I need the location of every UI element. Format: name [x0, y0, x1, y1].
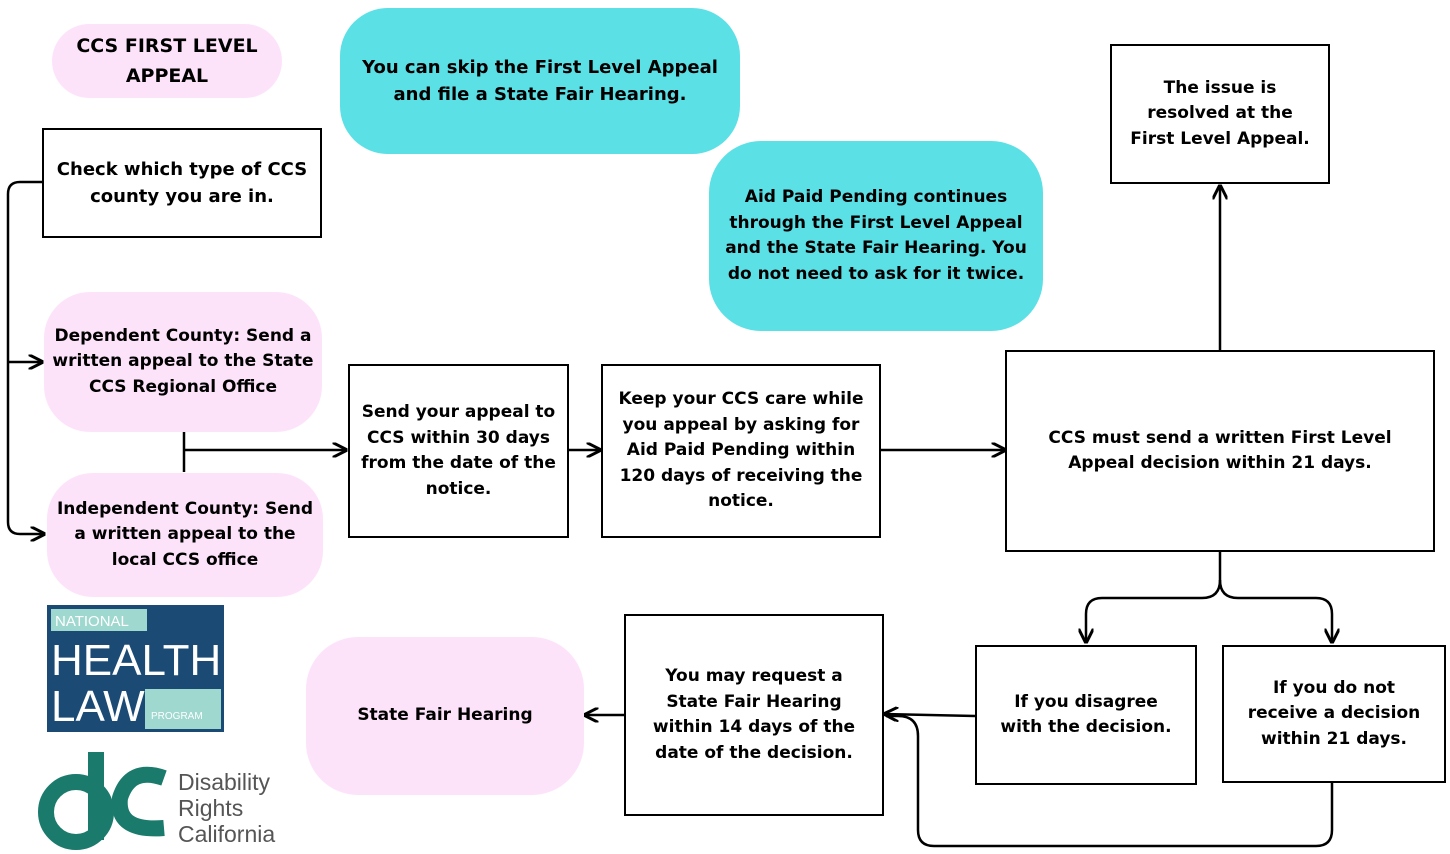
connector-no-decision-loop	[886, 714, 1334, 848]
nhl-logo-tag: PROGRAM	[151, 711, 203, 722]
skip-note: You can skip the First Level Appeal and …	[340, 8, 740, 154]
disability-rights-california-logo: Disability Rights California	[36, 744, 286, 850]
nhl-logo-top: NATIONAL	[55, 613, 129, 630]
decision-21-text: CCS must send a written First Level Appe…	[1048, 427, 1392, 474]
drc-logo-line2: Rights	[178, 795, 243, 821]
send-appeal-box: Send your appeal to CCS within 30 days f…	[348, 364, 569, 538]
no-decision-text: If you do not receive a decision within …	[1247, 677, 1421, 749]
page-title: CCS FIRST LEVEL APPEAL	[76, 34, 258, 87]
drc-logo-line1: Disability	[178, 769, 271, 795]
request-hearing-text: You may request a State Fair Hearing wit…	[652, 666, 856, 763]
disagree-box: If you disagree with the decision.	[975, 645, 1197, 785]
state-fair-hearing-text: State Fair Hearing	[357, 705, 533, 726]
aid-paid-note: Aid Paid Pending continues through the F…	[709, 141, 1043, 331]
connector-split	[1086, 552, 1222, 642]
drc-logo-line3: California	[178, 821, 275, 847]
issue-resolved-box: The issue is resolved at the First Level…	[1110, 44, 1330, 184]
nhl-logo-main1: HEALTH	[51, 636, 221, 685]
connector-split-right	[1218, 579, 1332, 642]
decision-21-box: CCS must send a written First Level Appe…	[1005, 350, 1435, 552]
aid-paid-note-text: Aid Paid Pending continues through the F…	[725, 187, 1027, 284]
connector-county-bracket	[6, 180, 44, 534]
nhl-logo-graphic: NATIONAL HEALTH LAW PROGRAM	[47, 605, 224, 732]
check-county-text: Check which type of CCS county you are i…	[56, 159, 308, 207]
dependent-county-text: Dependent County: Send a written appeal …	[52, 325, 314, 397]
drc-logo-graphic: Disability Rights California	[38, 752, 275, 850]
dependent-county-node: Dependent County: Send a written appeal …	[44, 292, 322, 432]
keep-care-text: Keep your CCS care while you appeal by a…	[618, 389, 864, 512]
independent-county-node: Independent County: Send a written appea…	[47, 473, 323, 597]
no-decision-box: If you do not receive a decision within …	[1222, 645, 1446, 783]
national-health-law-program-logo: NATIONAL HEALTH LAW PROGRAM	[47, 605, 224, 732]
keep-care-box: Keep your CCS care while you appeal by a…	[601, 364, 881, 538]
request-hearing-box: You may request a State Fair Hearing wit…	[624, 614, 884, 816]
connector-disagree-to-request	[885, 714, 976, 716]
title-badge: CCS FIRST LEVEL APPEAL	[52, 24, 282, 98]
state-fair-hearing-node: State Fair Hearing	[306, 637, 584, 795]
skip-note-text: You can skip the First Level Appeal and …	[362, 57, 718, 105]
nhl-logo-main2: LAW	[51, 682, 145, 731]
issue-resolved-text: The issue is resolved at the First Level…	[1130, 77, 1310, 149]
check-county-box: Check which type of CCS county you are i…	[42, 128, 322, 238]
disagree-text: If you disagree with the decision.	[1000, 691, 1172, 738]
send-appeal-text: Send your appeal to CCS within 30 days f…	[361, 402, 556, 499]
independent-county-text: Independent County: Send a written appea…	[56, 498, 314, 570]
